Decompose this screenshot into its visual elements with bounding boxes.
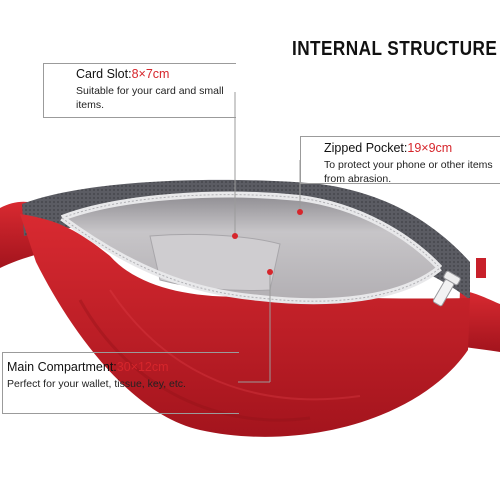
card-slot-label: Card Slot: [76, 67, 132, 81]
zipper-pull [432, 270, 461, 307]
main-compartment-description: Perfect for your wallet, tissue, key, et… [7, 378, 186, 390]
zipped-pocket-bracket [300, 136, 500, 184]
card-slot-size: 8×7cm [131, 67, 170, 81]
page-title: INTERNAL STRUCTURE [292, 38, 498, 60]
main-compartment-label: Main Compartment: [7, 360, 117, 374]
card-slot-description: Suitable for your card and small items. [76, 85, 224, 111]
brand-tag [476, 258, 486, 278]
main-compartment-size: 30×12cm [116, 360, 169, 374]
card-slot-bracket [43, 63, 236, 118]
zipped-pocket-label: Zipped Pocket: [324, 141, 408, 155]
zipped-pocket-marker [297, 209, 303, 215]
card-slot-heading: Card Slot:8×7cm [76, 67, 226, 82]
zipped-pocket-heading: Zipped Pocket:19×9cm [324, 141, 500, 156]
card-slot-pocket [149, 233, 281, 292]
bag-body [20, 214, 470, 437]
card-slot-marker [232, 233, 238, 239]
zipped-pocket-callout: Zipped Pocket:19×9cm To protect your pho… [324, 141, 500, 186]
main-compartment-marker [267, 269, 273, 275]
zipped-pocket-size: 19×9cm [407, 141, 453, 155]
zipped-pocket-description: To protect your phone or other items fro… [324, 159, 493, 185]
card-slot-callout: Card Slot:8×7cm Suitable for your card a… [76, 67, 226, 112]
main-compartment-bracket [2, 352, 239, 414]
main-compartment-heading: Main Compartment:30×12cm [7, 360, 227, 375]
main-compartment-callout: Main Compartment:30×12cm Perfect for you… [7, 360, 227, 391]
